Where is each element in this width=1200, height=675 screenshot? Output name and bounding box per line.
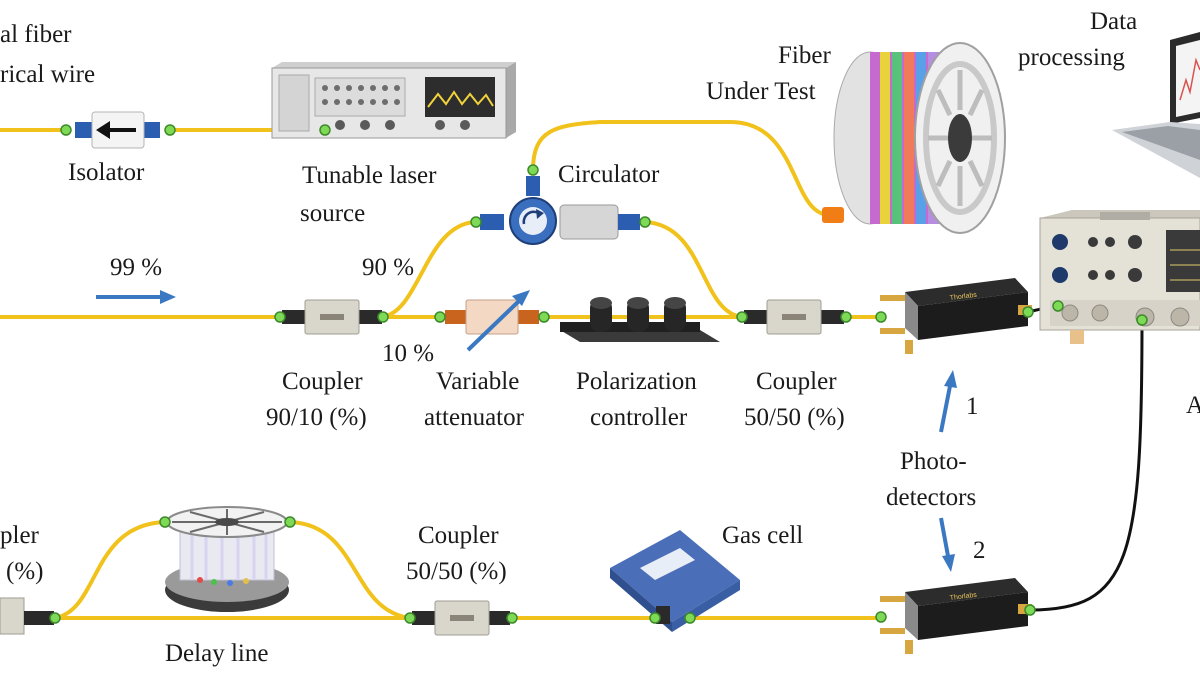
split-90-label: 90 %: [362, 254, 415, 281]
gas-cell-label: Gas cell: [722, 522, 804, 549]
oscilloscope: [1039, 210, 1200, 344]
laser-label-line2: source: [300, 200, 366, 227]
split-99-label: 99 %: [110, 254, 163, 281]
coupler-5050-bottom-label-line2: 50/50 (%): [406, 558, 507, 585]
polarization-label-line2: controller: [590, 404, 688, 431]
polarization-label-line1: Polarization: [576, 368, 697, 395]
coupler-left: [0, 597, 54, 635]
polarization-controller: [560, 297, 720, 342]
coupler-9010-label-line1: Coupler: [282, 368, 363, 395]
coupler-5050-top: [744, 299, 844, 335]
connector-dots: [49, 124, 1148, 624]
coupler-9010: [282, 299, 382, 335]
photodetectors-label-line2: detectors: [886, 484, 977, 511]
right-edge-label: A: [1186, 392, 1200, 419]
svg-text:Thorlabs: Thorlabs: [949, 592, 977, 602]
fiber-under-test-spool: [822, 42, 1006, 234]
fiber-coupler-to-circulator: [380, 220, 477, 319]
photodetector-1-number: 1: [966, 393, 979, 420]
split-10-label: 10 %: [382, 340, 435, 367]
legend-optical-fiber: al fiber: [0, 21, 72, 48]
wire-pd2-to-scope: [1029, 319, 1144, 612]
fiber-circulator-out: [643, 220, 744, 319]
photodetectors-label-line1: Photo-: [900, 448, 967, 475]
fiber-circulator-to-fut: [531, 120, 832, 217]
coupler-left-label-line2: (%): [6, 558, 44, 585]
data-processing-line1: Data: [1090, 8, 1138, 35]
arrow-pd-2: [939, 517, 950, 557]
fut-label-line1: Fiber: [778, 42, 831, 69]
coupler-5050-bottom-label-line1: Coupler: [418, 522, 499, 549]
arrow-attenuator: [466, 298, 522, 352]
variable-attenuator: [445, 299, 539, 335]
coupler-5050-top-label-line1: Coupler: [756, 368, 837, 395]
delay-line-label: Delay line: [165, 640, 269, 667]
laptop: [1112, 32, 1200, 178]
tunable-laser-source: [271, 62, 516, 139]
coupler-5050-bottom: [412, 600, 510, 636]
arrow-pd-1: [939, 385, 952, 433]
fiber-paths: [0, 120, 882, 620]
isolator: [75, 111, 160, 149]
delay-line-spool: [165, 506, 289, 612]
coupler-left-label-line1: pler: [0, 522, 39, 549]
laser-label-line1: Tunable laser: [302, 162, 437, 189]
circulator: [480, 176, 640, 245]
circulator-label: Circulator: [558, 161, 660, 188]
photodetector-2-number: 2: [973, 537, 986, 564]
photodetector-1: Thorlabs: [880, 278, 1032, 354]
isolator-label: Isolator: [68, 159, 145, 186]
data-processing-line2: processing: [1018, 44, 1125, 71]
attenuator-label-line1: Variable: [436, 368, 520, 395]
electrical-wires: [1027, 304, 1144, 612]
coupler-5050-top-label-line2: 50/50 (%): [744, 404, 845, 431]
photodetector-2: Thorlabs: [880, 578, 1032, 654]
legend-electrical-wire: rical wire: [0, 61, 96, 88]
direction-arrows: [96, 290, 957, 572]
fut-label-line2: Under Test: [706, 78, 816, 105]
svg-text:Thorlabs: Thorlabs: [949, 292, 977, 302]
attenuator-label-line2: attenuator: [424, 404, 524, 431]
coupler-9010-label-line2: 90/10 (%): [266, 404, 367, 431]
